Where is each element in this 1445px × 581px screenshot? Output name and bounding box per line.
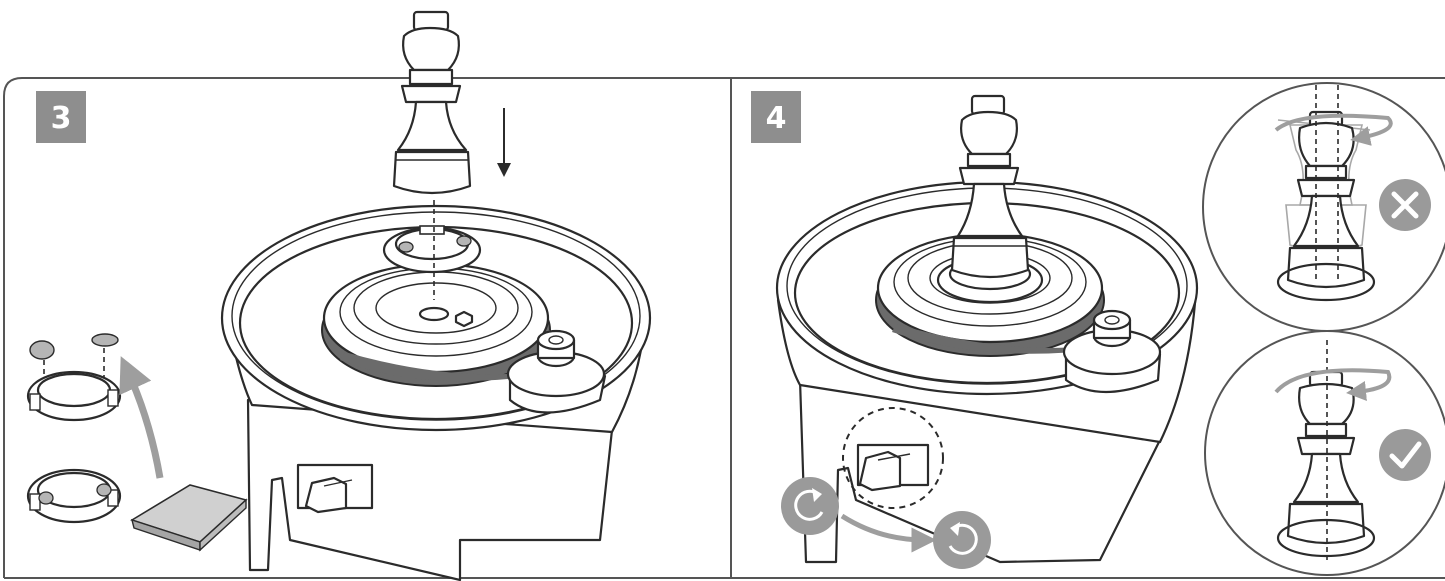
detail-incorrect	[1202, 82, 1445, 332]
rotate-counterclockwise-icon	[781, 477, 839, 535]
step-number: 3	[51, 101, 72, 136]
assembled-ring	[26, 468, 122, 524]
curved-arrow	[119, 356, 164, 479]
step-badge: 4	[751, 91, 801, 143]
step-number: 4	[766, 101, 787, 136]
detail-correct	[1204, 330, 1445, 576]
magnet-insert-ring	[26, 333, 122, 422]
turntable	[321, 262, 551, 387]
drive-belt	[340, 329, 607, 414]
step-4-panel: 4	[751, 82, 1445, 576]
chess-piece-king	[936, 94, 1044, 304]
rotate-clockwise-icon	[933, 511, 991, 569]
magnify-highlight	[842, 407, 944, 509]
step-3-panel: 3	[26, 10, 652, 581]
felt-pad	[130, 484, 248, 552]
drive-belt	[892, 309, 1162, 394]
cross-icon	[1379, 179, 1431, 231]
check-icon	[1379, 429, 1431, 481]
step-badge: 3	[36, 91, 86, 143]
chess-piece-king	[392, 10, 472, 195]
panel-frame	[3, 77, 1445, 579]
ring-adapter	[382, 200, 482, 300]
curved-arrow	[840, 513, 937, 553]
